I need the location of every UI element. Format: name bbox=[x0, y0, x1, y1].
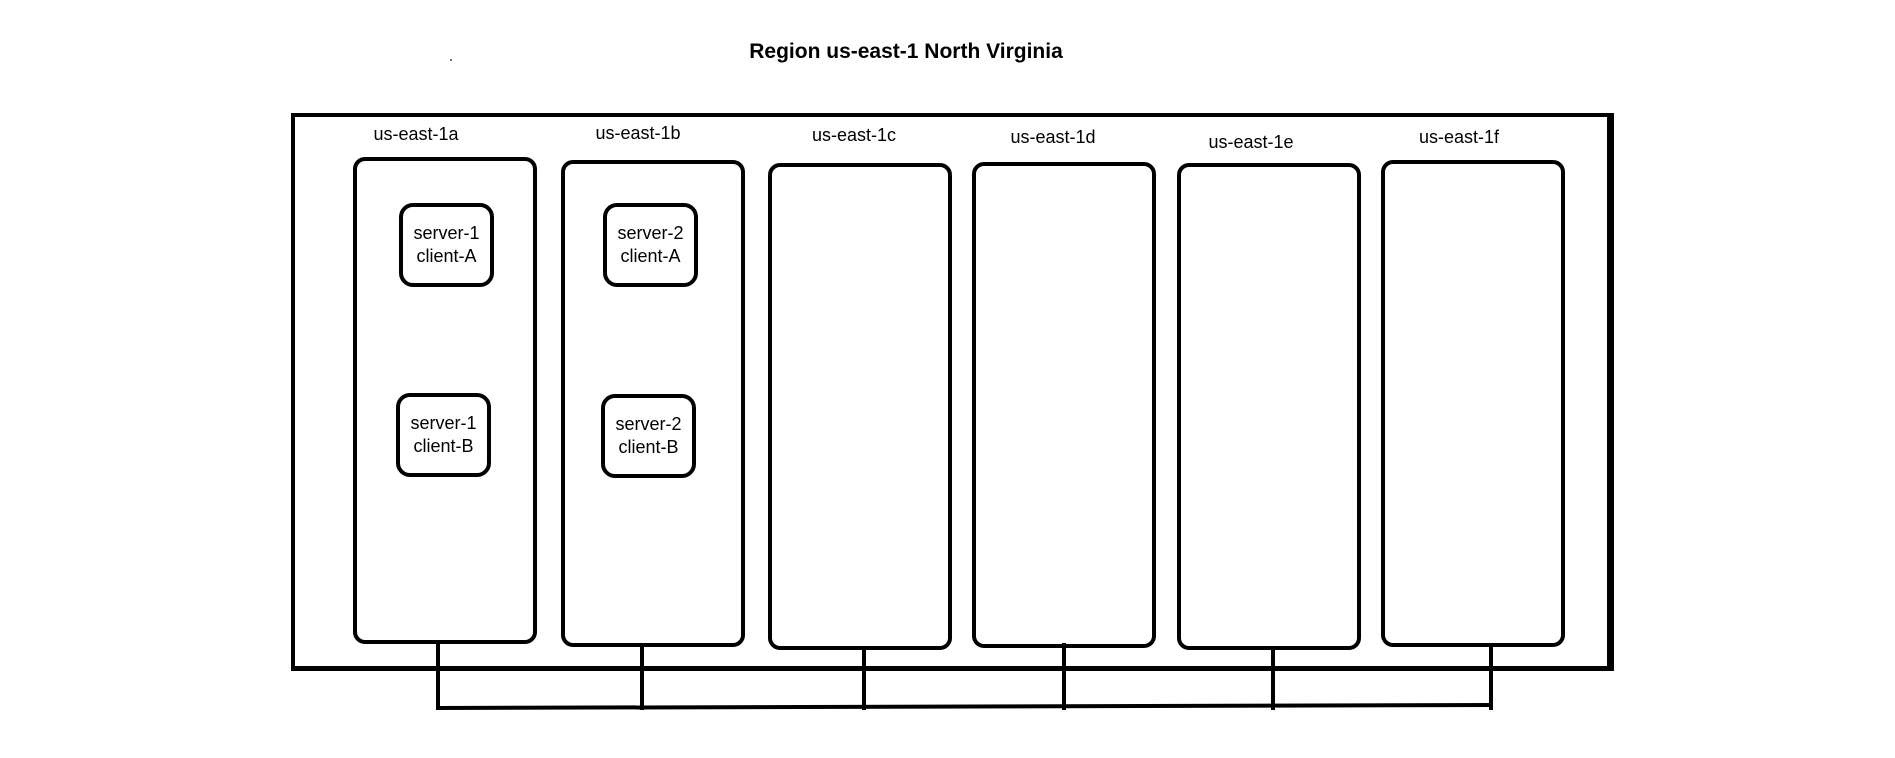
node-client-label: client-B bbox=[618, 437, 679, 457]
zone-box-c bbox=[768, 163, 952, 650]
node-server-label: server-1 bbox=[413, 223, 480, 243]
zone-label-b: us-east-1b bbox=[595, 123, 681, 143]
node-client-label: client-A bbox=[416, 246, 477, 266]
node-server-label: server-2 bbox=[615, 414, 682, 434]
node-server-1-client-a: server-1 client-A bbox=[399, 203, 494, 287]
zone-box-f bbox=[1381, 160, 1565, 647]
node-client-label: client-A bbox=[620, 246, 681, 266]
zone-box-e bbox=[1177, 163, 1361, 650]
zone-label-a: us-east-1a bbox=[373, 124, 459, 144]
zone-label-e: us-east-1e bbox=[1208, 132, 1294, 152]
zone-label-f: us-east-1f bbox=[1418, 127, 1500, 147]
stray-dot bbox=[450, 59, 452, 61]
region-box bbox=[291, 113, 1614, 671]
node-server-label: server-2 bbox=[617, 223, 684, 243]
node-server-label: server-1 bbox=[410, 413, 477, 433]
node-client-label: client-B bbox=[413, 436, 474, 456]
zone-label-d: us-east-1d bbox=[1010, 127, 1096, 147]
node-server-2-client-a: server-2 client-A bbox=[603, 203, 698, 287]
zone-label-c: us-east-1c bbox=[811, 125, 897, 145]
node-server-1-client-b: server-1 client-B bbox=[396, 393, 491, 477]
zone-box-a bbox=[353, 157, 537, 644]
diagram-title: Region us-east-1 North Virginia bbox=[749, 40, 1063, 63]
zone-box-b bbox=[561, 160, 745, 647]
link-bus bbox=[435, 702, 1494, 711]
node-server-2-client-b: server-2 client-B bbox=[601, 394, 696, 478]
